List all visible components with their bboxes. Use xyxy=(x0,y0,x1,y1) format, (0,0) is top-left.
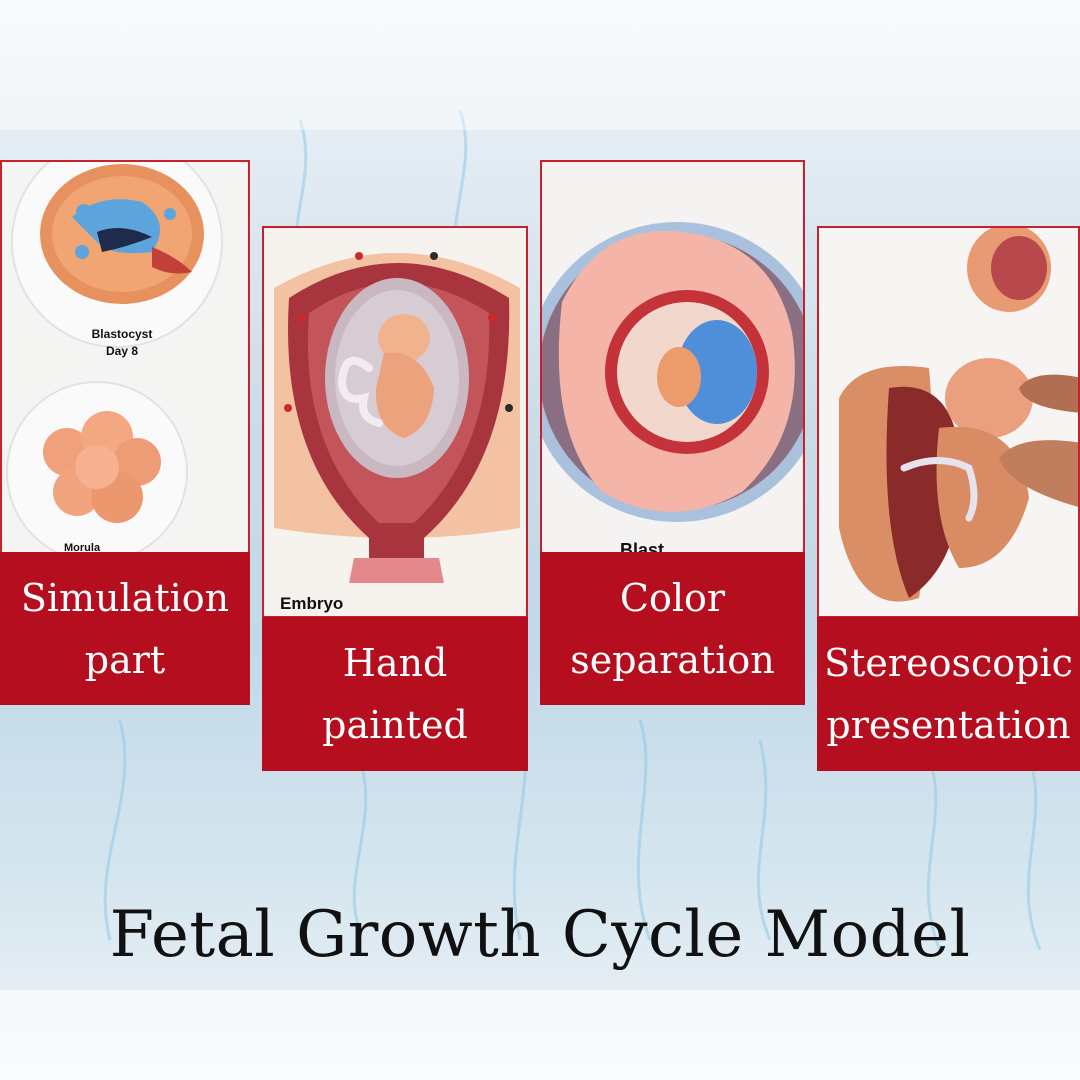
label-color-separation: Color separation xyxy=(540,552,805,705)
caption-day-8: Day 8 xyxy=(105,344,139,358)
panel-hand-painted: Embryo xyxy=(262,226,528,618)
caption-blastocyst: Blastocyst xyxy=(91,327,153,341)
label-stereoscopic-presentation: Stereoscopic presentation xyxy=(817,617,1080,771)
caption-embryo: Embryo xyxy=(280,594,344,613)
caption-morula: Morula xyxy=(64,542,101,554)
label-line-1: Stereoscopic xyxy=(824,641,1073,685)
label-line-2: part xyxy=(84,637,166,682)
label-line-1: Simulation xyxy=(20,575,230,620)
label-line-2: separation xyxy=(570,637,775,682)
label-line-1: Hand xyxy=(342,641,448,685)
label-line-1: Color xyxy=(619,575,726,620)
panel-simulation-part: Blastocyst Day 8 Morula xyxy=(0,160,250,555)
blastocyst-morula-model xyxy=(2,162,248,553)
label-line-2: presentation xyxy=(826,703,1071,747)
label-hand-painted: Hand painted xyxy=(262,617,528,771)
caption-blast: Blast xyxy=(620,540,665,555)
fetus-3d-model xyxy=(819,228,1078,616)
embryo-uterus-model xyxy=(264,228,526,616)
panel-stereoscopic-presentation xyxy=(817,226,1080,618)
label-line-2: painted xyxy=(322,703,468,747)
page-title: Fetal Growth Cycle Model xyxy=(109,898,971,972)
label-simulation-part: Simulation part xyxy=(0,552,250,705)
panel-color-separation: Blast xyxy=(540,160,805,555)
implantation-model xyxy=(542,162,803,553)
